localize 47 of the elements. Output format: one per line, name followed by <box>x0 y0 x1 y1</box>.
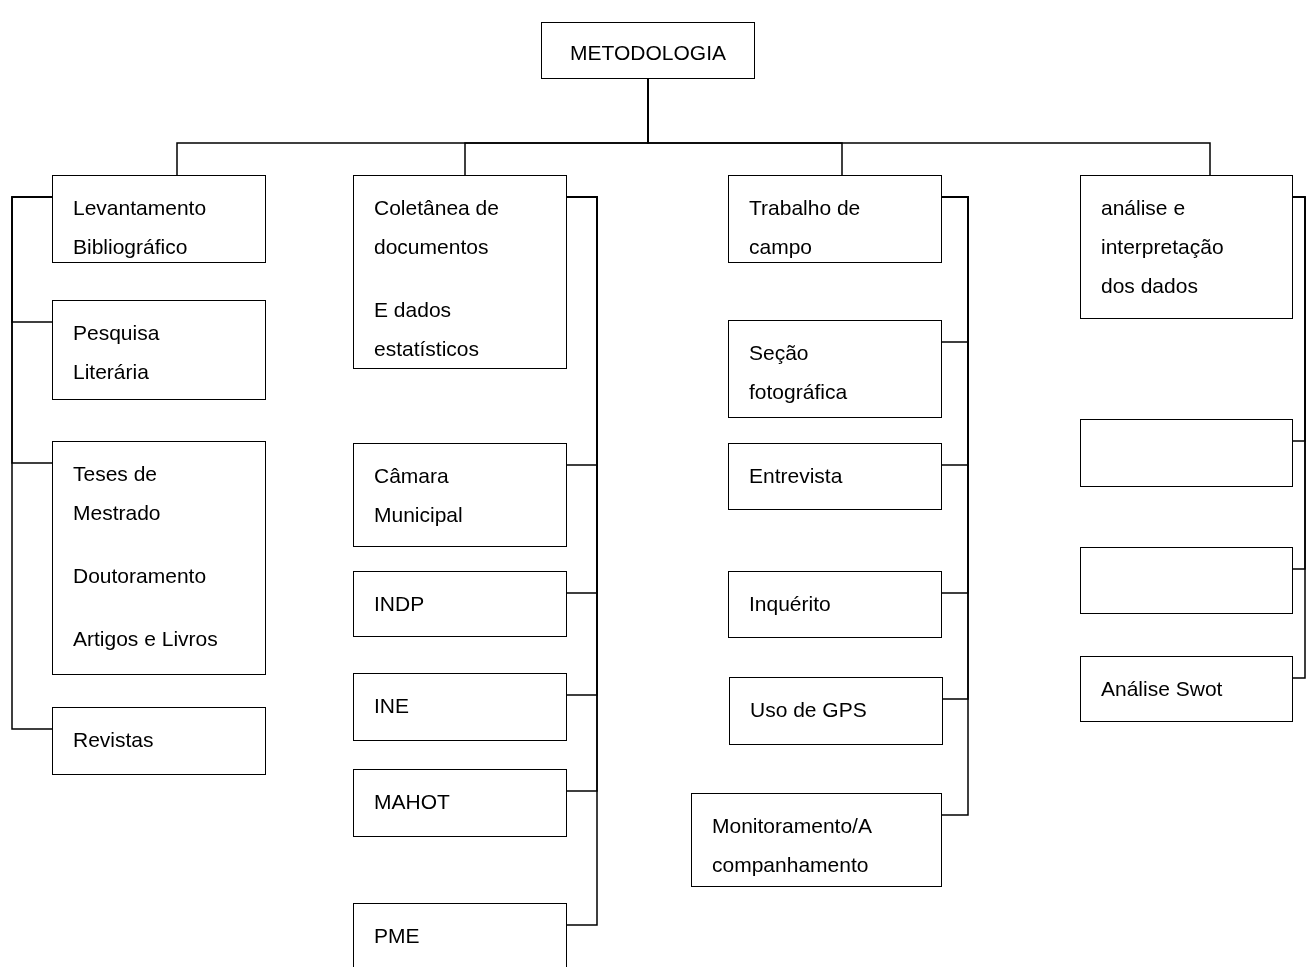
box-label: Entrevista <box>749 463 844 489</box>
box-label: INE <box>374 693 410 719</box>
empty-box <box>1080 547 1293 614</box>
box-label: Teses de Mestrado <box>73 461 162 526</box>
box-label: Coletânea de documentos <box>374 195 500 260</box>
box-label: Levantamento Bibliográfico <box>73 195 208 260</box>
box-label: Monitoramento/A companhamento <box>712 813 873 878</box>
connector-line <box>566 196 598 926</box>
empty-box <box>1080 419 1293 487</box>
process-box <box>353 769 567 837</box>
process-box <box>728 175 942 263</box>
box-label: E dados estatísticos <box>374 297 481 362</box>
box-label: PME <box>374 923 421 949</box>
process-box <box>353 673 567 741</box>
process-box <box>353 571 567 637</box>
connector-line <box>11 196 53 730</box>
process-box <box>52 441 266 675</box>
process-box <box>541 22 755 79</box>
process-box <box>729 677 943 745</box>
process-box <box>52 707 266 775</box>
box-label: METODOLOGIA <box>569 40 727 66</box>
connector-line <box>1292 196 1306 679</box>
box-label: Análise Swot <box>1101 676 1224 702</box>
box-label: Câmara Municipal <box>374 463 464 528</box>
box-label: Seção fotográfica <box>749 340 849 405</box>
box-label: Revistas <box>73 727 155 753</box>
box-label: Doutoramento <box>73 563 208 589</box>
process-box <box>728 571 942 638</box>
process-box <box>1080 656 1293 722</box>
process-box <box>1080 175 1293 319</box>
process-box <box>353 175 567 369</box>
box-label: Artigos e Livros <box>73 626 219 652</box>
process-box <box>353 903 567 967</box>
process-box <box>353 443 567 547</box>
process-box <box>728 443 942 510</box>
connector-line <box>941 196 969 816</box>
box-label: Pesquisa Literária <box>73 320 161 385</box>
process-box <box>728 320 942 418</box>
box-label: Trabalho de campo <box>749 195 862 260</box>
box-label: INDP <box>374 591 426 617</box>
process-box <box>52 300 266 400</box>
box-label: Uso de GPS <box>750 697 868 723</box>
box-label: análise e interpretação dos dados <box>1101 195 1225 299</box>
box-label: MAHOT <box>374 789 451 815</box>
box-label: Inquérito <box>749 591 832 617</box>
process-box <box>691 793 942 887</box>
process-box <box>52 175 266 263</box>
